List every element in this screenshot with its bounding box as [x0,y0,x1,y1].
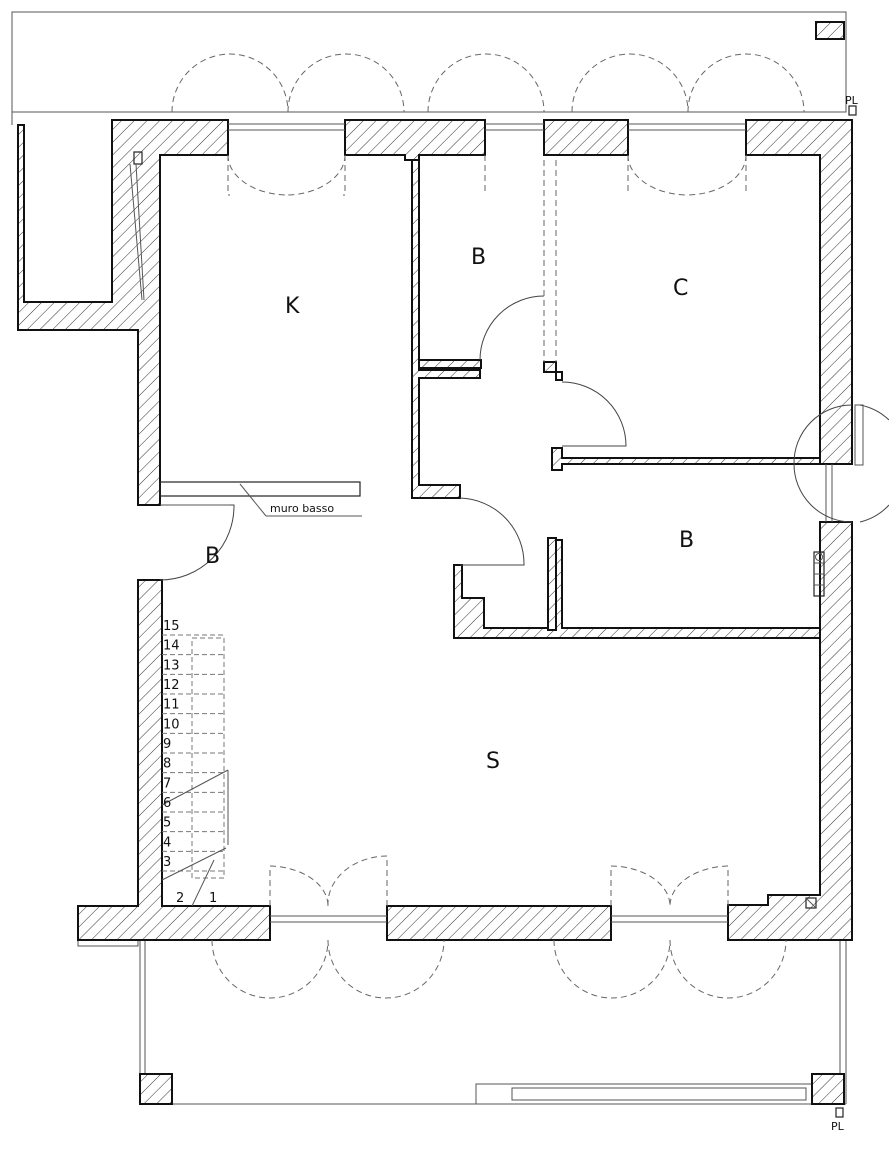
vent-line-2 [129,163,143,301]
stair-number: 12 [163,678,180,693]
stair-number: 4 [163,835,171,850]
stair-number: 5 [163,816,171,831]
stair-number: 2 [176,891,184,906]
pillar-top-right [815,21,845,40]
door-swings [159,160,889,581]
meter-box [813,551,825,597]
stair-number: 14 [163,639,180,654]
stair-diagonal-2 [161,847,227,881]
pl-label-top: PL [845,94,859,107]
wall-bottom-left [77,579,271,941]
wall-bedroom-bottom [551,447,821,471]
window-swings-top [171,53,805,196]
window-lines [228,123,864,923]
wall-top-right-and-right [745,119,853,465]
room-label-bath-top: B [471,245,486,270]
drain-box [805,897,817,909]
pl-label-bottom: PL [831,1120,845,1133]
stair-diagonal-1 [161,769,229,806]
wall-interior-vertical [405,159,481,499]
stair-number: 15 [163,619,180,634]
stair-number: 10 [163,717,180,732]
low-wall-note: muro basso [270,502,334,515]
wall-left-terrace [17,119,229,506]
wall-top-mid [543,119,629,156]
vent-left [133,151,143,165]
wall-right-lower [727,521,853,941]
room-label-bath-right: B [679,528,694,553]
pl-marker-bottom [835,1107,844,1118]
pillar-bottom-right [811,1073,845,1105]
wall-lower-bath [453,539,821,639]
pillar-bottom-left [139,1073,173,1105]
terrace-outline-bottom [77,939,847,1105]
terrace-outline-top [11,11,847,125]
vent-line [135,163,145,301]
drain-box-diag [805,897,817,909]
room-label-bedroom: C [673,276,688,301]
window-swings-bottom [211,855,787,999]
stair-number: 7 [163,776,171,791]
stair-number: 8 [163,757,171,772]
low-wall [159,481,361,497]
stair-treads [162,634,225,879]
wall-door-jamb [543,361,563,381]
room-label-living: S [486,749,500,774]
stair-number: 3 [163,855,171,870]
stair-diagonal-3 [191,859,215,907]
room-label-bath-left: B [205,544,220,569]
stair-number: 11 [163,698,180,713]
wall-bath-bottom [418,359,482,369]
pl-marker-top [848,105,857,116]
wall-top-center [344,119,486,161]
room-label-kitchen: K [285,294,300,319]
stair-number: 9 [163,737,171,752]
stair-number: 13 [163,658,180,673]
stair-number: 1 [209,891,217,906]
stair-number: 6 [163,796,171,811]
low-wall-leader [239,483,267,517]
stair-run-outline [191,637,225,879]
wall-lower-stub [547,537,557,631]
wall-bottom-center [386,905,612,941]
